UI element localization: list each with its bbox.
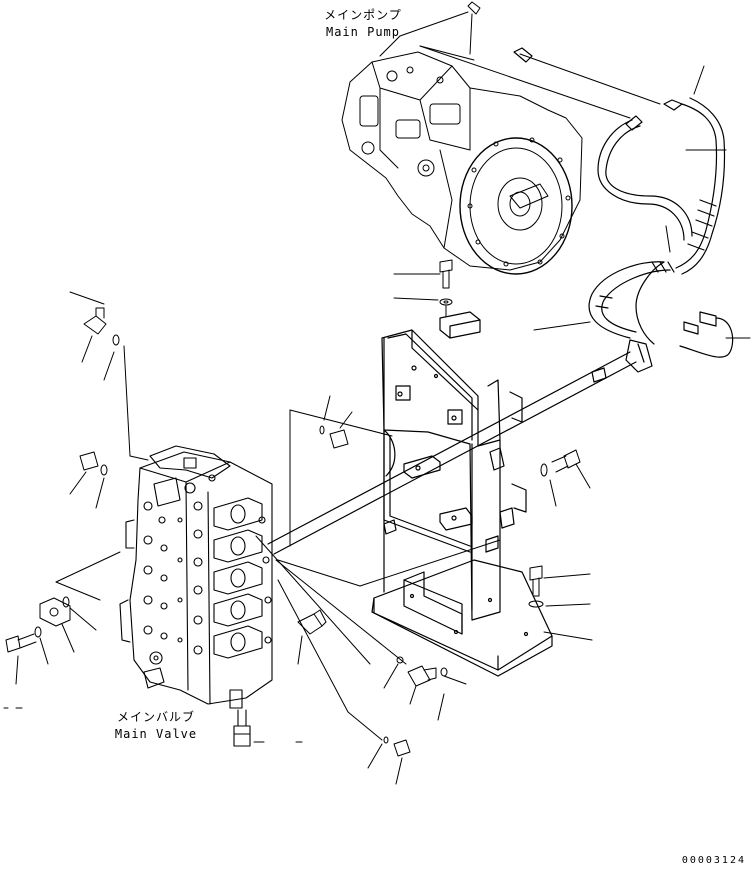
valve-fittings	[3, 291, 501, 785]
hoses	[267, 47, 734, 555]
document-number: 00003124	[681, 855, 746, 866]
pump-leaders	[379, 11, 661, 119]
main-pump	[341, 1, 583, 275]
main-pump-label-en: Main Pump	[325, 25, 401, 39]
hose-callouts	[533, 65, 751, 339]
valve-bracket	[371, 311, 553, 677]
bracket-side-lines	[289, 409, 393, 547]
main-valve-label-jp: メインバルブ	[116, 710, 195, 724]
bracket-left-bolt	[319, 395, 353, 449]
main-pump-label-jp: メインポンプ	[324, 8, 402, 22]
main-valve	[119, 445, 273, 747]
bracket-top-bolt	[393, 259, 453, 317]
main-valve-label-en: Main Valve	[114, 727, 198, 741]
bracket-right-bolts	[528, 449, 593, 641]
